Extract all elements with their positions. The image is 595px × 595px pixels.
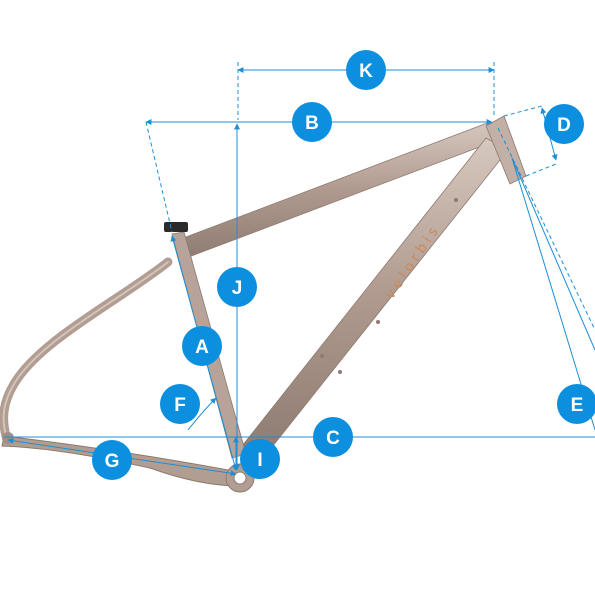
bike-frame bbox=[0, 115, 527, 493]
badge-g: G bbox=[92, 440, 132, 480]
badge-e: E bbox=[557, 384, 595, 424]
badge-k: K bbox=[346, 50, 386, 90]
badge-j: J bbox=[217, 267, 257, 307]
badge-f-label: F bbox=[174, 395, 186, 416]
rear-dropout bbox=[2, 432, 14, 444]
badge-e-label: E bbox=[571, 395, 584, 416]
badge-c: C bbox=[313, 417, 353, 457]
badge-k-label: K bbox=[359, 61, 373, 82]
badge-g-label: G bbox=[105, 451, 120, 472]
badge-d: D bbox=[544, 104, 584, 144]
badge-d-label: D bbox=[557, 115, 571, 136]
badge-i-label: I bbox=[257, 450, 262, 471]
badge-a: A bbox=[182, 326, 222, 366]
badge-c-label: C bbox=[326, 428, 340, 449]
badge-j-label: J bbox=[232, 278, 243, 299]
badge-b-label: B bbox=[305, 113, 319, 134]
badge-b: B bbox=[292, 102, 332, 142]
badge-a-label: A bbox=[195, 337, 209, 358]
measure-arc-f bbox=[187, 397, 217, 431]
measure-line-e bbox=[511, 157, 595, 351]
badge-f: F bbox=[160, 384, 200, 424]
badge-i: I bbox=[240, 439, 280, 479]
seat-stay bbox=[0, 257, 173, 441]
seat-clamp bbox=[164, 222, 188, 232]
